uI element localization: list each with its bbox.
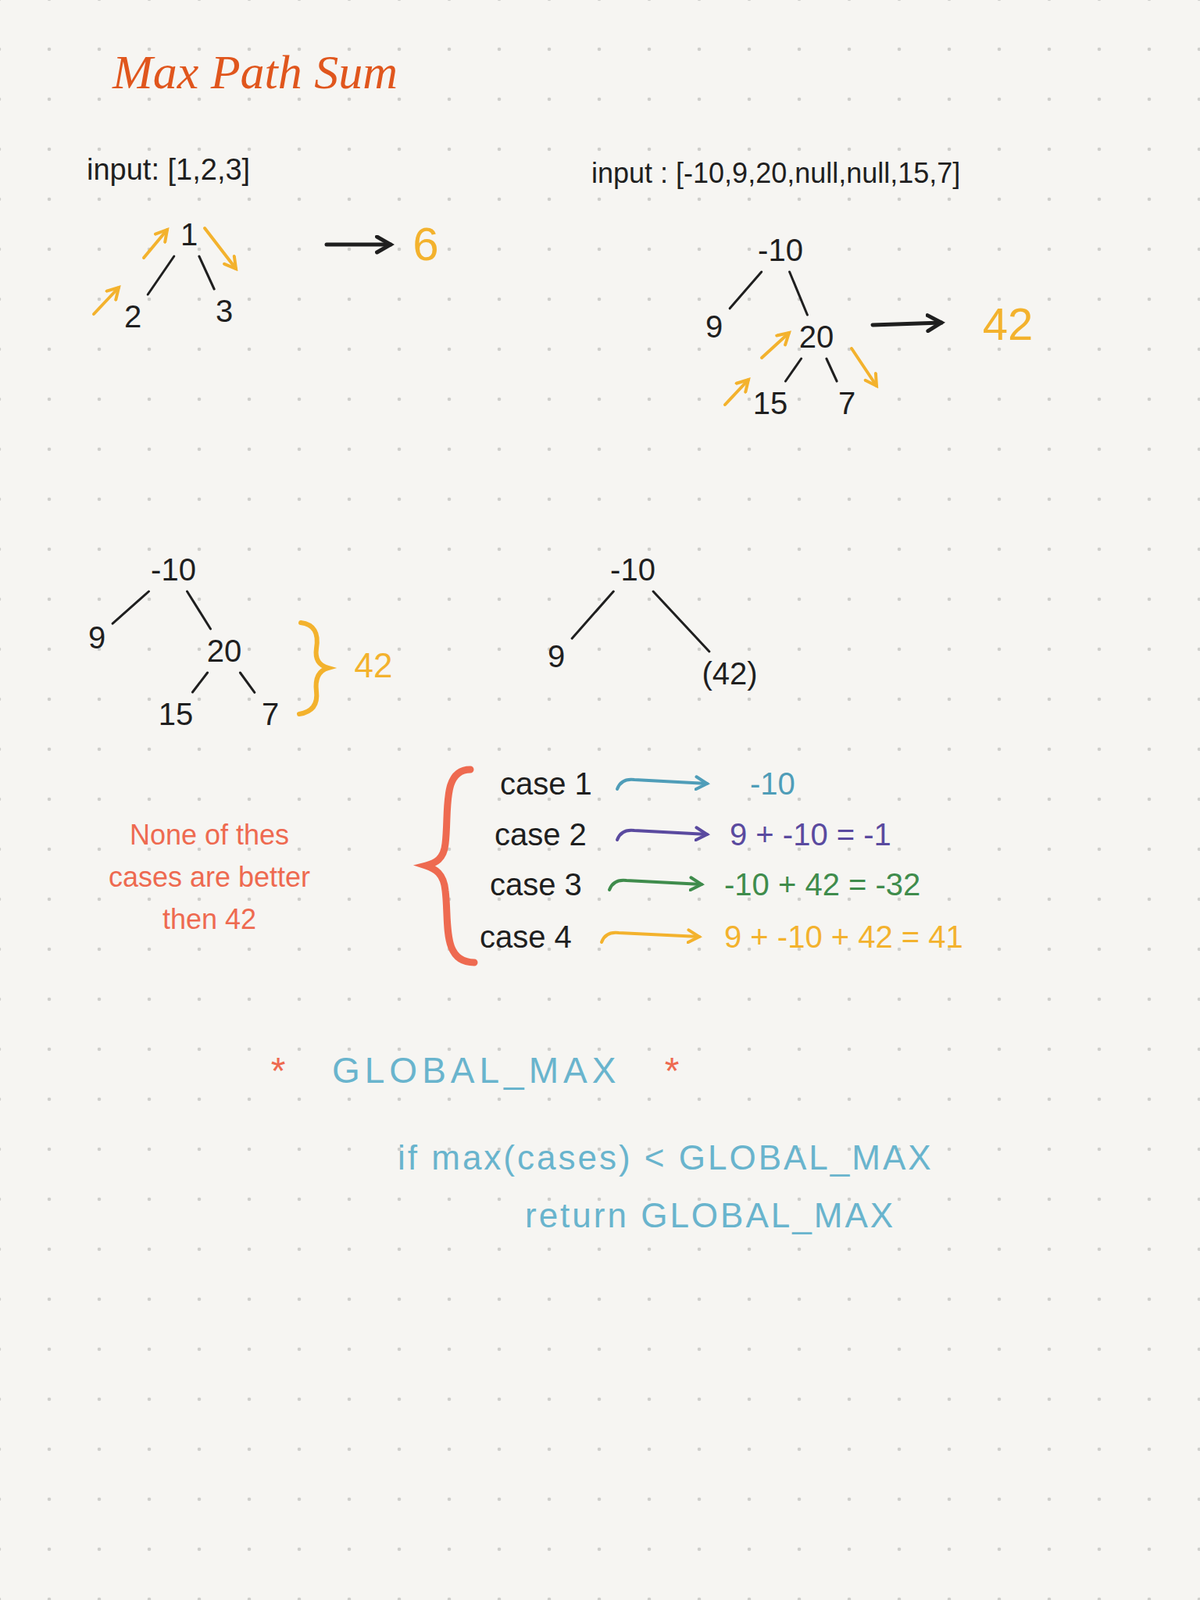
case-value: -10 + 42 = -32 (724, 865, 921, 904)
path-arrow (761, 332, 790, 358)
case-label: case 2 (494, 815, 587, 854)
path-arrow (204, 228, 236, 269)
tree-node: -10 (146, 550, 201, 590)
page-title: Max Path Sum (112, 42, 398, 101)
result-arrow (872, 322, 942, 325)
tree-node: 15 (748, 383, 793, 423)
tree-edge (729, 271, 762, 309)
node-value: 20 (207, 632, 243, 669)
tree-edge (789, 271, 808, 315)
node-value: 7 (261, 696, 279, 733)
tree-node: -10 (753, 230, 808, 270)
tree-edge (192, 672, 208, 693)
path-arrow (725, 379, 749, 405)
subtree-bracket (299, 622, 329, 715)
node-value: 20 (799, 318, 835, 355)
case-label: case 4 (479, 917, 572, 956)
tree-node: -10 (605, 550, 661, 590)
tree-edge (239, 672, 254, 693)
asterisk: * (271, 1048, 286, 1094)
tree-node: 9 (542, 636, 570, 676)
tree-node: 7 (257, 694, 284, 734)
path-arrow (851, 348, 877, 386)
case-arrow (601, 932, 700, 943)
node-value: 2 (124, 298, 142, 335)
case-value: 9 + -10 + 42 = 41 (724, 917, 964, 956)
note-text: None of thes cases are better then 42 (103, 814, 315, 941)
path-arrow (93, 287, 119, 315)
tree-node: 9 (83, 617, 111, 658)
node-value: 9 (88, 619, 106, 656)
node-value: 9 (547, 638, 565, 675)
tree-node: 1 (175, 214, 203, 254)
case-value: -10 (750, 764, 796, 803)
node-value: 3 (215, 292, 233, 329)
node-value: 7 (838, 385, 856, 422)
case-arrow (617, 779, 708, 790)
tree-node: 20 (794, 317, 840, 357)
tree-edge (653, 591, 710, 652)
case-value: 9 + -10 = -1 (729, 815, 892, 854)
case-label: case 3 (489, 865, 583, 904)
case-arrow (609, 880, 702, 890)
node-value: -10 (610, 551, 656, 588)
tree-edge (571, 591, 614, 639)
input-label: input: [1,2,3] (86, 152, 250, 189)
heading-text: GLOBAL_MAX (332, 1049, 621, 1093)
tree-edge (112, 591, 149, 624)
result-value: 6 (412, 216, 439, 273)
tree-node: 7 (833, 383, 861, 423)
node-value: -10 (150, 551, 197, 588)
tree-edge (199, 256, 215, 290)
input-label: input : [-10,9,20,null,null,15,7] (591, 156, 961, 190)
tree-node: 15 (153, 694, 199, 734)
tree-node: 2 (119, 296, 147, 336)
pseudo-code: if max(cases) < GLOBAL_MAX (397, 1137, 934, 1179)
tree-node: 3 (210, 291, 238, 331)
case-brace (425, 769, 475, 963)
tree-edge (147, 256, 175, 295)
path-arrow (143, 229, 168, 258)
tree-node: 20 (202, 631, 247, 671)
node-value: -10 (757, 232, 804, 268)
node-value: 1 (180, 216, 198, 253)
pseudo-code: return GLOBAL_MAX (525, 1195, 896, 1237)
case-label: case 1 (500, 764, 593, 803)
result-value: 42 (982, 296, 1034, 352)
asterisk: * (664, 1048, 680, 1094)
node-value: 15 (158, 696, 194, 733)
tree-node: (42) (696, 653, 762, 693)
node-value: (42) (701, 655, 758, 692)
tree-edge (187, 591, 211, 629)
node-value: 15 (753, 385, 789, 422)
tree-edge (785, 358, 801, 382)
case-arrow (617, 830, 708, 840)
node-value: 9 (705, 308, 723, 345)
tree-node: 9 (700, 307, 728, 347)
subtree-sum: 42 (354, 645, 393, 687)
tree-edge (826, 358, 837, 382)
result-arrow (326, 242, 391, 247)
